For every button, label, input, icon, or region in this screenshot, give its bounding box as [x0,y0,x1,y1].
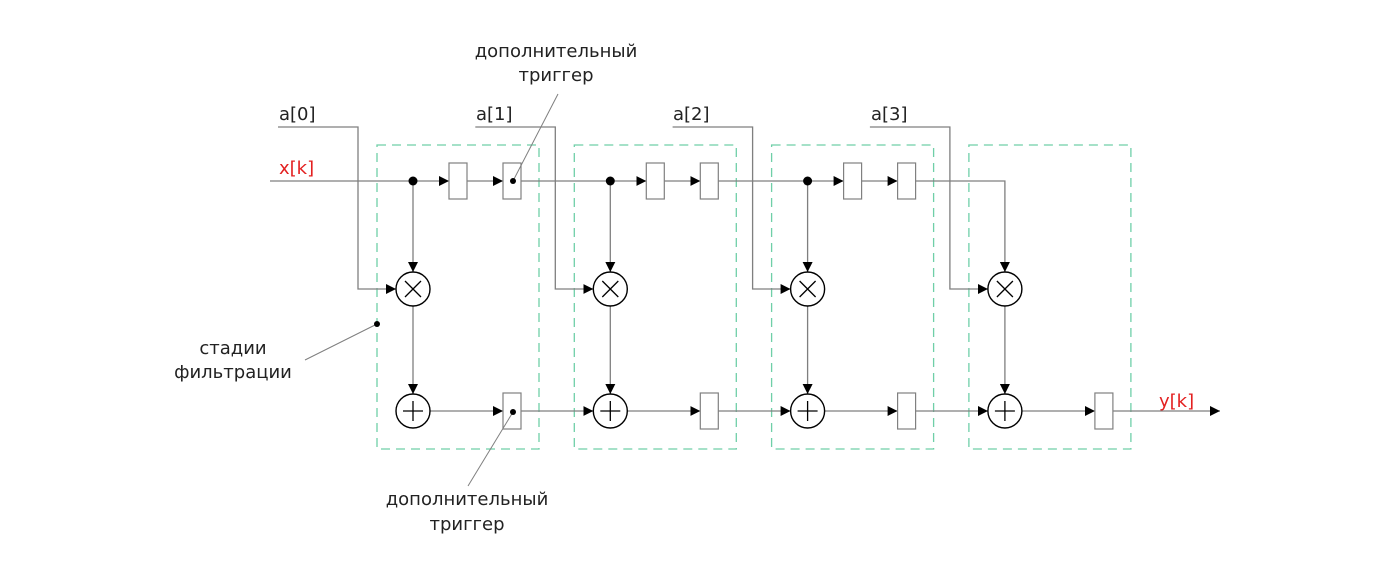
extra-trigger-bottom-label-line1: дополнительный [386,489,549,510]
stages-label-line2: фильтрации [174,362,292,383]
components [395,162,1114,430]
sum-register-3 [1094,392,1114,430]
junction-dot-1 [605,176,615,186]
coef-label-a0: a[0] [279,104,316,125]
leader-dot-bottom-trigger [510,409,516,415]
wires [270,126,1220,416]
extra-trigger-top-label-line1: дополнительный [475,41,638,62]
coef-wire-3 [869,126,988,294]
coef-label-a1: a[1] [476,104,513,125]
junction-dot-2 [803,176,813,186]
stage-box-1 [573,144,737,450]
x-register-0-a [448,162,468,200]
x-register-1-b [699,162,719,200]
leader-line-top-trigger [512,93,559,182]
filter-stages [376,144,1132,450]
stage-box-0 [376,144,540,450]
leader-dot-top-trigger [510,178,516,184]
leader-dot-stages [374,321,380,327]
stages-label-line1: стадии [199,338,266,359]
x-register-2-b [896,162,917,200]
multiply-icon [799,280,817,298]
extra-trigger-top-label-line2: триггер [518,65,593,86]
junction-dot-0 [408,176,418,186]
output-label: y[k] [1159,391,1194,412]
coef-wire-1 [475,126,594,294]
extra-trigger-bottom-label-line2: триггер [429,514,504,535]
multiply-icon [601,280,619,298]
plus-icon [403,401,423,421]
coef-wire-2 [672,126,791,294]
stage-box-3 [968,144,1132,450]
coef-label-a3: a[3] [871,104,908,125]
x-register-2-a [842,162,863,200]
x-register-1-a [645,162,665,200]
plus-icon [994,401,1015,421]
sum-register-2 [896,392,917,430]
sum-register-1 [699,392,719,430]
coef-wire-0 [278,126,396,294]
leader-line-stages [304,323,378,361]
stage-box-2 [770,144,935,450]
multiply-icon [996,280,1014,298]
leader-line-bottom-trigger [467,411,514,487]
x-wire-2-c [915,180,1010,272]
input-label: x[k] [279,158,314,179]
multiply-icon [404,280,422,298]
plus-icon [600,401,621,421]
coef-label-a2: a[2] [673,104,710,125]
plus-icon [797,401,818,421]
